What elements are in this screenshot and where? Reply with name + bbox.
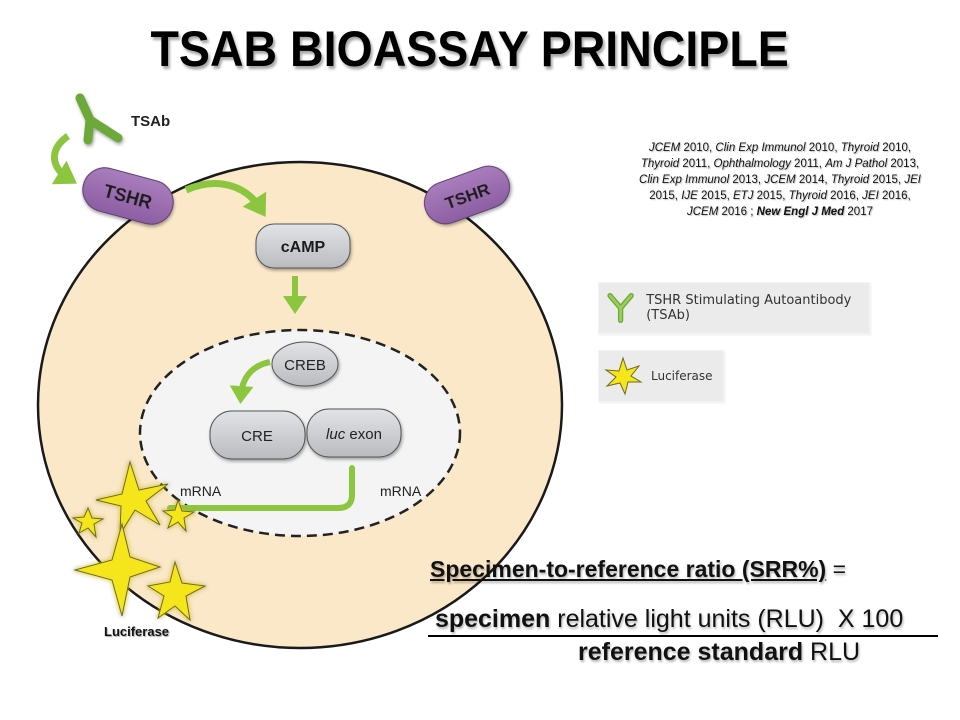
luciferase-label: Luciferase <box>104 624 170 639</box>
srr-term: Specimen-to-reference ratio (SRR%) <box>430 556 827 582</box>
legend-tsab-label: TSHR Stimulating Autoantibody (TSAb) <box>646 293 852 323</box>
reference-part: 2015, <box>697 190 733 202</box>
srr-definition: Specimen-to-reference ratio (SRR%) = <box>430 556 846 583</box>
camp-label: cAMP <box>281 239 326 256</box>
arrow-creb-to-cre <box>229 359 271 404</box>
cre-node: CRE <box>209 410 306 460</box>
reference-part: 2011, <box>679 158 714 170</box>
reference-part: 2013, <box>887 158 920 170</box>
luciferase-star-icon <box>95 460 169 536</box>
luc-label: luc <box>326 426 346 443</box>
formula-denominator: reference standard RLU <box>578 638 860 667</box>
denominator-bold: reference standard <box>578 638 804 666</box>
cre-label: CRE <box>241 428 273 445</box>
reference-part: 2010, <box>879 142 912 154</box>
reference-part: JCEM <box>686 206 719 218</box>
reference-part: 2015, <box>753 190 789 202</box>
references: JCEM 2010, Clin Exp Immunol 2010, Thyroi… <box>635 140 925 220</box>
svg-text:luc exon: luc exon <box>326 426 382 443</box>
reference-part: 2010, <box>805 142 841 154</box>
reference-part: Ophthalmology <box>713 158 791 170</box>
reference-part: Am J Pathol <box>825 158 888 170</box>
tshr-receptor-right: TSHR <box>423 165 511 225</box>
numerator-bold: specimen <box>434 605 551 633</box>
creb-node: CREB <box>271 341 339 387</box>
luciferase-star-icon <box>161 498 196 533</box>
reference-part: 2016 ; <box>718 206 757 218</box>
reference-part: 2010, <box>680 142 716 154</box>
reference-part: ETJ <box>733 190 754 202</box>
luciferase-star-icon <box>146 560 207 622</box>
reference-part: IJE <box>681 190 698 202</box>
mrna-left-label: mRNA <box>180 483 222 499</box>
mrna-right-label: mRNA <box>380 483 422 499</box>
reference-part: 2015, <box>869 174 905 186</box>
reference-part: 2011, <box>790 158 826 170</box>
reference-part: Thyroid <box>640 158 680 170</box>
exon-label: exon <box>345 426 382 443</box>
luciferase-star-icon <box>73 522 162 617</box>
reference-part: 2017 <box>844 206 873 218</box>
reference-part: 2016, <box>878 190 911 202</box>
tshr-receptor-left: TSHR <box>82 167 174 225</box>
reference-part: New Engl J Med <box>756 206 845 218</box>
reference-part: JCEM <box>648 142 681 154</box>
reference-part: JCEM <box>764 174 796 186</box>
tsab-label: TSAb <box>131 113 171 130</box>
reference-part: Clin Exp Immunol <box>639 174 730 186</box>
reference-part: Clin Exp Immunol <box>715 142 806 154</box>
luc-exon-node: luc exon <box>306 408 402 458</box>
camp-node: cAMP <box>255 223 351 269</box>
legend-luciferase: Luciferase <box>598 350 724 402</box>
antibody-y-icon <box>607 293 634 323</box>
reference-part: 2013, <box>729 174 765 186</box>
arrow-tsab-to-tshr <box>51 133 77 185</box>
creb-label: CREB <box>284 357 326 374</box>
legend-tsab: TSHR Stimulating Autoantibody (TSAb) <box>598 282 870 334</box>
mrna-path <box>167 465 355 511</box>
star-burst-icon <box>604 356 643 396</box>
arrow-tshr-to-camp <box>184 180 267 217</box>
reference-part: 2014, <box>795 174 831 186</box>
reference-part: JEI <box>862 190 879 202</box>
formula-numerator: specimen relative light units (RLU) X 10… <box>428 605 938 637</box>
reference-part: Thyroid <box>840 142 880 154</box>
page-title: TSAB BIOASSAY PRINCIPLE <box>150 21 789 77</box>
tsab-antibody-icon <box>75 93 123 145</box>
denominator-rest: RLU <box>803 638 861 666</box>
luciferase-star-icon <box>71 506 105 539</box>
legend-luciferase-label: Luciferase <box>651 369 713 383</box>
reference-part: 2016, <box>826 190 863 202</box>
reference-part: JEI <box>904 174 921 186</box>
equals-sign: = <box>826 556 847 582</box>
reference-part: 2015, <box>649 190 682 202</box>
reference-part: Thyroid <box>830 174 870 186</box>
reference-part: Thyroid <box>788 190 827 202</box>
numerator-rest: relative light units (RLU) X 100 <box>550 605 904 633</box>
